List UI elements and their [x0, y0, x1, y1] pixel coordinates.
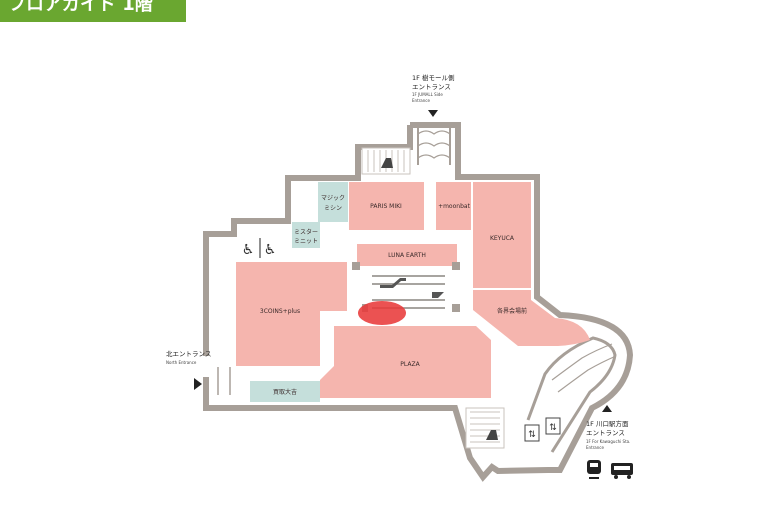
three-coins-label[interactable]: 3COINS+plus — [260, 308, 300, 315]
train-icon — [587, 460, 601, 479]
moonbat-block — [436, 182, 471, 230]
plaza-label[interactable]: PLAZA — [400, 361, 420, 368]
highlight-marker — [358, 301, 406, 325]
mall-entrance-sub2: Entrance — [412, 98, 430, 103]
mall-entrance-line1: 1F 樹モール側 — [412, 73, 455, 82]
elevator-icon: ⇅ ⇅ — [524, 417, 561, 442]
stairs-person-icon — [381, 158, 393, 168]
kakusai-block — [473, 290, 590, 346]
kakusai-label[interactable]: 各界会場前 — [497, 307, 527, 315]
north-entrance-arrow-icon — [194, 378, 202, 390]
svg-text:♿: ♿ — [264, 242, 277, 258]
mister-minit-label-1[interactable]: ミスター — [294, 228, 318, 236]
svg-text:⇅: ⇅ — [528, 430, 536, 440]
kawaguchi-entrance-arrow-icon — [602, 405, 612, 412]
north-entrance-sub1: North Entrance — [166, 360, 197, 365]
magic-mishin-label-2[interactable]: ミシン — [324, 205, 342, 212]
paris-miki-block — [349, 182, 424, 230]
mister-minit-label-2[interactable]: ミニット — [294, 238, 318, 245]
north-entrance-line1: 北エントランス — [166, 350, 211, 358]
kawaguchi-entrance-line2: エントランス — [586, 429, 625, 437]
pillar — [452, 304, 460, 312]
moonbat-label[interactable]: +moonbat — [438, 203, 471, 210]
mall-entrance-sub1: 1F JUMALL Side — [412, 92, 443, 97]
floor-guide-header: フロアガイド 1階 — [0, 0, 186, 22]
three-coins-block — [236, 262, 347, 366]
building-walls — [203, 122, 634, 482]
mall-entrance-arrow-icon — [428, 110, 438, 117]
mall-connector — [417, 128, 451, 165]
stairs-south-person-icon — [486, 430, 498, 440]
kawaguchi-entrance-sub1: 1F For Kawaguchi Sta. — [586, 439, 630, 444]
magic-mishin-block — [318, 182, 348, 222]
paris-miki-label[interactable]: PARIS MIKI — [370, 203, 402, 210]
south-walkway-pattern — [551, 343, 617, 393]
kaitori-label[interactable]: 買取大吉 — [273, 388, 297, 396]
keyuca-block — [473, 182, 531, 288]
luna-earth-block — [357, 244, 457, 266]
header-title: フロアガイド 1階 — [8, 0, 153, 15]
svg-text:♿: ♿ — [242, 242, 255, 258]
mister-minit-block — [292, 222, 320, 248]
kawaguchi-entrance-line1: 1F 川口駅方面 — [586, 419, 629, 428]
mall-entrance-line2: エントランス — [412, 83, 451, 91]
walkway-curve — [526, 336, 617, 453]
keyuca-label[interactable]: KEYUCA — [490, 235, 515, 242]
luna-earth-label[interactable]: LUNA EARTH — [388, 252, 426, 259]
mall-walkway-pattern — [417, 130, 451, 159]
bus-icon — [611, 463, 633, 479]
north-doors — [217, 367, 231, 395]
kaitori-block — [250, 381, 320, 402]
pillar — [352, 262, 360, 270]
svg-text:⇅: ⇅ — [549, 423, 557, 433]
magic-mishin-label-1[interactable]: マジック — [321, 195, 345, 202]
kawaguchi-entrance-sub2: Entrance — [586, 445, 604, 450]
plaza-block — [320, 326, 491, 398]
wheelchair-icon: ♿ ♿ — [242, 242, 277, 258]
pillar — [452, 262, 460, 270]
escalator-icon — [380, 278, 444, 298]
stairs-south — [465, 407, 505, 449]
